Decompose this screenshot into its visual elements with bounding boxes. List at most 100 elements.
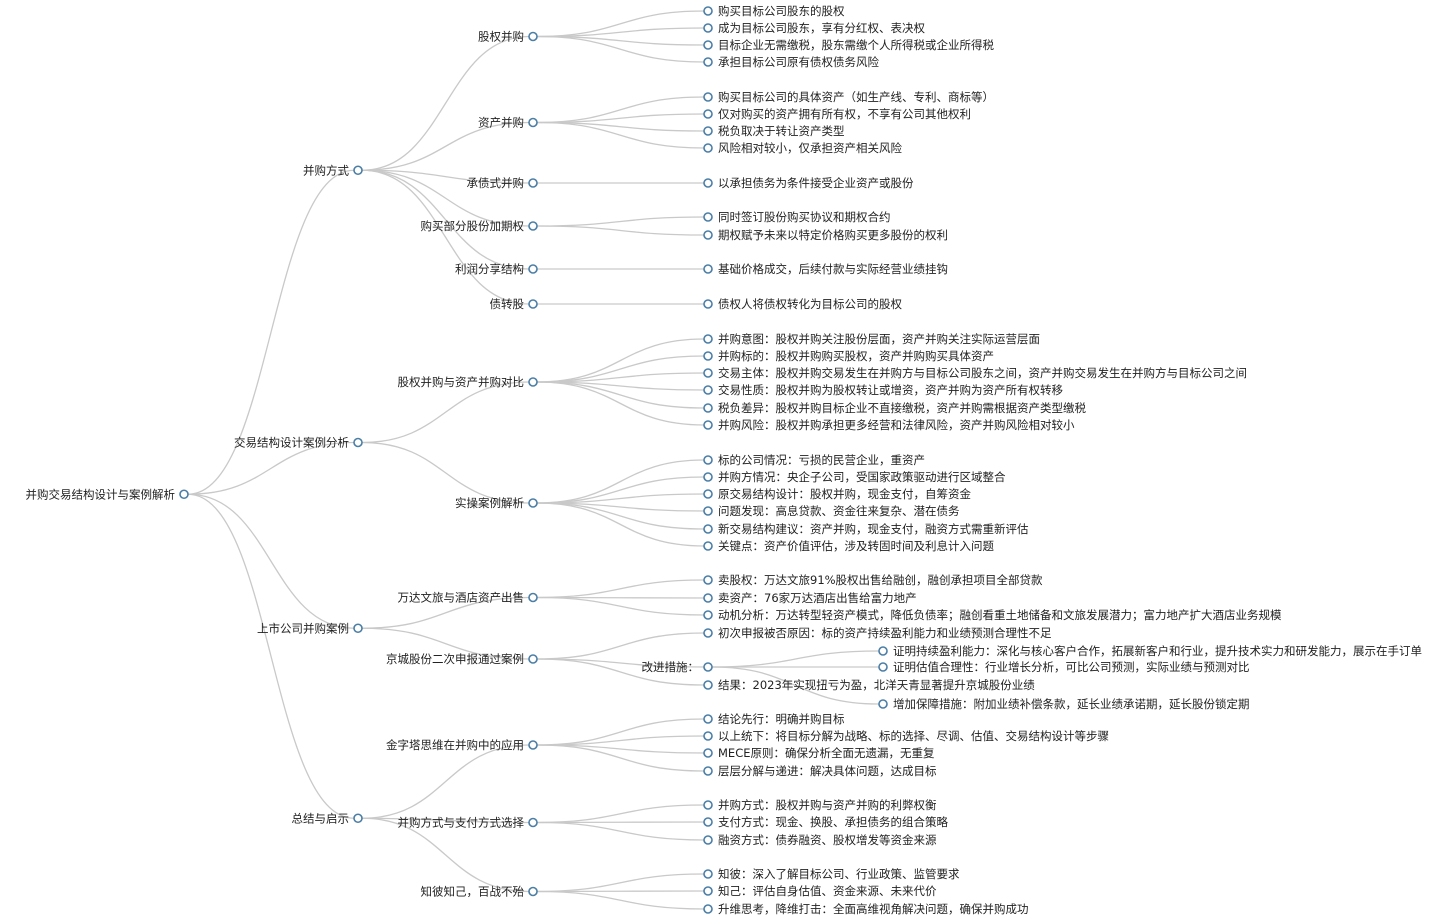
node-toggle-circle[interactable] bbox=[703, 662, 713, 672]
node-toggle-circle[interactable] bbox=[703, 800, 713, 810]
node-toggle-circle[interactable] bbox=[703, 299, 713, 309]
node-toggle-circle[interactable] bbox=[703, 731, 713, 741]
node-toggle-circle[interactable] bbox=[703, 472, 713, 482]
node-toggle-circle[interactable] bbox=[179, 489, 189, 500]
mindmap-node[interactable]: 购买目标公司的具体资产（如生产线、专利、商标等） bbox=[703, 90, 994, 104]
node-toggle-circle[interactable] bbox=[703, 368, 713, 378]
mindmap-node[interactable]: 利润分享结构 bbox=[455, 262, 538, 276]
mindmap-node[interactable]: 税负取决于转让资产类型 bbox=[703, 124, 845, 138]
mindmap-node[interactable]: MECE原则：确保分析全面无遗漏，无重复 bbox=[703, 746, 935, 760]
mindmap-node[interactable]: 基础价格成交，后续付款与实际经营业绩挂钩 bbox=[703, 262, 948, 276]
node-toggle-circle[interactable] bbox=[528, 299, 538, 309]
node-toggle-circle[interactable] bbox=[703, 593, 713, 603]
mindmap-node[interactable]: 承担目标公司原有债权债务风险 bbox=[703, 55, 879, 69]
node-toggle-circle[interactable] bbox=[703, 212, 713, 222]
node-toggle-circle[interactable] bbox=[878, 662, 888, 672]
node-toggle-circle[interactable] bbox=[528, 592, 538, 603]
node-toggle-circle[interactable] bbox=[703, 904, 713, 914]
node-toggle-circle[interactable] bbox=[528, 178, 538, 188]
mindmap-node[interactable]: 层层分解与递进：解决具体问题，达成目标 bbox=[703, 764, 937, 778]
node-toggle-circle[interactable] bbox=[703, 628, 713, 638]
mindmap-node[interactable]: 金字塔思维在并购中的应用 bbox=[386, 738, 538, 752]
mindmap-node[interactable]: 知彼：深入了解目标公司、行业政策、监管要求 bbox=[703, 867, 960, 881]
mindmap-node[interactable]: 卖股权：万达文旅91%股权出售给融创，融创承担项目全部贷款 bbox=[703, 573, 1043, 587]
mindmap-node[interactable]: 并购意图：股权并购关注股份层面，资产并购关注实际运营层面 bbox=[703, 332, 1040, 346]
mindmap-node[interactable]: 成为目标公司股东，享有分红权、表决权 bbox=[703, 21, 925, 35]
node-toggle-circle[interactable] bbox=[703, 351, 713, 361]
mindmap-node[interactable]: 关键点：资产价值评估，涉及转固时间及利息计入问题 bbox=[703, 539, 994, 553]
node-toggle-circle[interactable] bbox=[703, 385, 713, 395]
node-toggle-circle[interactable] bbox=[703, 541, 713, 551]
mindmap-node[interactable]: 交易性质：股权并购为股权转让或增资，资产并购为资产所有权转移 bbox=[703, 383, 1063, 397]
mindmap-node[interactable]: 承债式并购 bbox=[467, 176, 538, 190]
node-toggle-circle[interactable] bbox=[703, 835, 713, 845]
node-toggle-circle[interactable] bbox=[703, 6, 713, 16]
node-toggle-circle[interactable] bbox=[528, 886, 538, 897]
mindmap-node[interactable]: 初次申报被否原因：标的资产持续盈利能力和业绩预测合理性不足 bbox=[703, 626, 1052, 640]
node-toggle-circle[interactable] bbox=[703, 334, 713, 344]
mindmap-node[interactable]: 增加保障措施：附加业绩补偿条款，延长业绩承诺期，延长股份锁定期 bbox=[878, 697, 1250, 711]
mindmap-node[interactable]: 同时签订股份购买协议和期权合约 bbox=[703, 210, 891, 224]
node-toggle-circle[interactable] bbox=[703, 714, 713, 724]
node-toggle-circle[interactable] bbox=[703, 748, 713, 758]
node-toggle-circle[interactable] bbox=[703, 489, 713, 499]
node-toggle-circle[interactable] bbox=[878, 646, 888, 656]
mindmap-node[interactable]: 交易结构设计案例分析 bbox=[234, 436, 363, 450]
mindmap-node[interactable]: 知彼知己，百战不殆 bbox=[421, 885, 538, 899]
mindmap-node[interactable]: 债权人将债权转化为目标公司的股权 bbox=[703, 297, 902, 311]
node-toggle-circle[interactable] bbox=[703, 575, 713, 585]
mindmap-node[interactable]: 目标企业无需缴税，股东需缴个人所得税或企业所得税 bbox=[703, 38, 994, 52]
mindmap-node[interactable]: 总结与启示 bbox=[292, 811, 363, 825]
node-toggle-circle[interactable] bbox=[703, 92, 713, 102]
node-toggle-circle[interactable] bbox=[353, 623, 363, 634]
mindmap-node[interactable]: 期权赋予未来以特定价格购买更多股份的权利 bbox=[703, 228, 948, 242]
mindmap-node[interactable]: 证明持续盈利能力：深化与核心客户合作，拓展新客户和行业，提升技术实力和研发能力，… bbox=[878, 644, 1422, 658]
node-toggle-circle[interactable] bbox=[353, 165, 363, 176]
mindmap-node[interactable]: 结论先行：明确并购目标 bbox=[703, 712, 845, 726]
node-toggle-circle[interactable] bbox=[703, 143, 713, 153]
mindmap-node[interactable]: 支付方式：现金、换股、承担债务的组合策略 bbox=[703, 815, 948, 829]
mindmap-node[interactable]: 并购方情况：央企子公司，受国家政策驱动进行区域整合 bbox=[703, 470, 1006, 484]
node-toggle-circle[interactable] bbox=[528, 498, 538, 508]
node-toggle-circle[interactable] bbox=[703, 524, 713, 534]
node-toggle-circle[interactable] bbox=[703, 403, 713, 413]
node-toggle-circle[interactable] bbox=[703, 886, 713, 896]
mindmap-node[interactable]: 购买部分股份加期权 bbox=[421, 219, 538, 233]
mindmap-node[interactable]: 知己：评估自身估值、资金来源、未来代价 bbox=[703, 884, 937, 898]
node-toggle-circle[interactable] bbox=[703, 126, 713, 136]
mindmap-node[interactable]: 动机分析：万达转型轻资产模式，降低负债率；融创看重土地储备和文旅发展潜力；富力地… bbox=[703, 608, 1282, 622]
mindmap-node[interactable]: 股权并购与资产并购对比 bbox=[398, 375, 538, 389]
node-toggle-circle[interactable] bbox=[703, 420, 713, 430]
node-toggle-circle[interactable] bbox=[703, 264, 713, 274]
node-toggle-circle[interactable] bbox=[528, 377, 538, 387]
mindmap-node[interactable]: 改进措施： bbox=[642, 660, 713, 674]
node-toggle-circle[interactable] bbox=[703, 766, 713, 776]
mindmap-node[interactable]: 证明估值合理性：行业增长分析，可比公司预测，实际业绩与预测对比 bbox=[878, 660, 1250, 674]
mindmap-node[interactable]: 结果：2023年实现扭亏为盈，北洋天青显著提升京城股份业绩 bbox=[703, 678, 1035, 692]
mindmap-node[interactable]: 实操案例解析 bbox=[455, 496, 538, 510]
node-toggle-circle[interactable] bbox=[703, 230, 713, 240]
mindmap-node[interactable]: 并购方式与支付方式选择 bbox=[398, 816, 538, 830]
node-toggle-circle[interactable] bbox=[703, 680, 713, 690]
node-toggle-circle[interactable] bbox=[528, 264, 538, 274]
node-toggle-circle[interactable] bbox=[703, 455, 713, 465]
mindmap-node[interactable]: 债转股 bbox=[490, 297, 538, 311]
mindmap-node[interactable]: 新交易结构建议：资产并购，现金支付，融资方式需重新评估 bbox=[703, 522, 1029, 536]
node-toggle-circle[interactable] bbox=[878, 699, 888, 709]
mindmap-node[interactable]: 问题发现：高息贷款、资金往来复杂、潜在债务 bbox=[703, 504, 960, 518]
mindmap-node[interactable]: 交易主体：股权并购交易发生在并购方与目标公司股东之间，资产并购交易发生在并购方与… bbox=[703, 366, 1247, 380]
mindmap-node[interactable]: 万达文旅与酒店资产出售 bbox=[398, 591, 538, 605]
node-toggle-circle[interactable] bbox=[528, 117, 538, 128]
mindmap-node[interactable]: 仅对购买的资产拥有所有权，不享有公司其他权利 bbox=[703, 107, 971, 121]
mindmap-node[interactable]: 并购标的：股权并购购买股权，资产并购购买具体资产 bbox=[703, 349, 994, 363]
mindmap-node[interactable]: 以承担债务为条件接受企业资产或股份 bbox=[703, 176, 914, 190]
node-toggle-circle[interactable] bbox=[703, 109, 713, 119]
node-toggle-circle[interactable] bbox=[703, 57, 713, 67]
node-toggle-circle[interactable] bbox=[703, 817, 713, 827]
mindmap-node[interactable]: 融资方式：债券融资、股权增发等资金来源 bbox=[703, 833, 937, 847]
mindmap-node[interactable]: 升维思考，降维打击：全面高维视角解决问题，确保并购成功 bbox=[703, 902, 1029, 916]
node-toggle-circle[interactable] bbox=[528, 817, 538, 828]
node-toggle-circle[interactable] bbox=[528, 740, 538, 750]
mindmap-node[interactable]: 税负差异：股权并购目标企业不直接缴税，资产并购需根据资产类型缴税 bbox=[703, 401, 1086, 415]
mindmap-node[interactable]: 卖资产：76家万达酒店出售给富力地产 bbox=[703, 591, 917, 605]
